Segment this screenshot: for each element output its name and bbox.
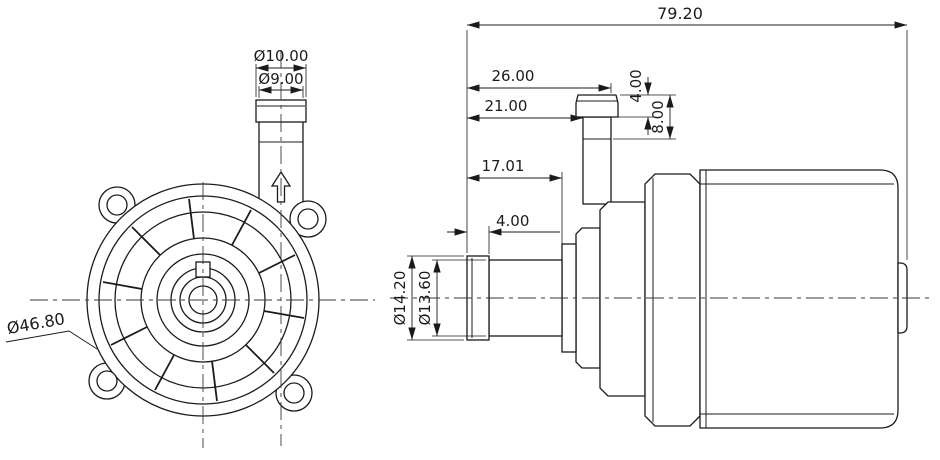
dim-outlet-inner-dia: Ø9.00: [258, 70, 304, 98]
centerlines: [30, 50, 933, 448]
dim-inlet-inner-dia-label: Ø13.60: [416, 271, 434, 326]
front-view: [86, 99, 327, 417]
dim-outlet-tip-height: 4.00: [613, 69, 676, 135]
dim-outlet-barb-height: 8.00: [613, 95, 676, 140]
dim-housing-dia-label: Ø46.80: [5, 309, 66, 338]
dim-outlet-offset-near: 21.00: [467, 97, 583, 122]
dim-inlet-outer-dia: Ø14.20: [391, 255, 464, 341]
mounting-ear-holes: [96, 194, 319, 404]
dim-overall-length-label: 79.20: [657, 4, 703, 23]
housing-ribs: [102, 198, 305, 402]
side-outlet-cap: [575, 94, 619, 118]
dim-inlet-outer-dia-label: Ø14.20: [391, 271, 409, 326]
dim-outlet-inner-dia-label: Ø9.00: [258, 70, 303, 88]
dim-outlet-barb-height-label: 8.00: [649, 100, 667, 133]
dim-outlet-offset-near-label: 21.00: [485, 97, 528, 115]
motor-body: [699, 169, 899, 429]
volute-body: [599, 201, 646, 397]
dimensions: 79.20 26.00 21.00 17.01 4.00: [5, 4, 908, 350]
dim-outlet-offset-far: 26.00: [467, 67, 612, 93]
dim-overall-length: 79.20: [466, 4, 908, 260]
dim-inlet-length: 17.01: [467, 157, 563, 244]
dim-inlet-tip-length: 4.00: [447, 212, 560, 254]
side-view: [466, 94, 908, 429]
dim-outlet-outer-dia-label: Ø10.00: [254, 47, 309, 65]
front-flange: [644, 173, 701, 427]
dim-outlet-tip-height-label: 4.00: [627, 69, 645, 102]
dim-inlet-tip-length-label: 4.00: [496, 212, 529, 230]
dim-inlet-length-label: 17.01: [482, 157, 525, 175]
dim-outlet-offset-far-label: 26.00: [492, 67, 535, 85]
side-outlet-stub: [582, 116, 612, 205]
dim-outlet-outer-dia: Ø10.00: [254, 47, 309, 97]
dim-housing-dia: Ø46.80: [5, 309, 98, 350]
dim-inlet-inner-dia: Ø13.60: [416, 259, 486, 337]
